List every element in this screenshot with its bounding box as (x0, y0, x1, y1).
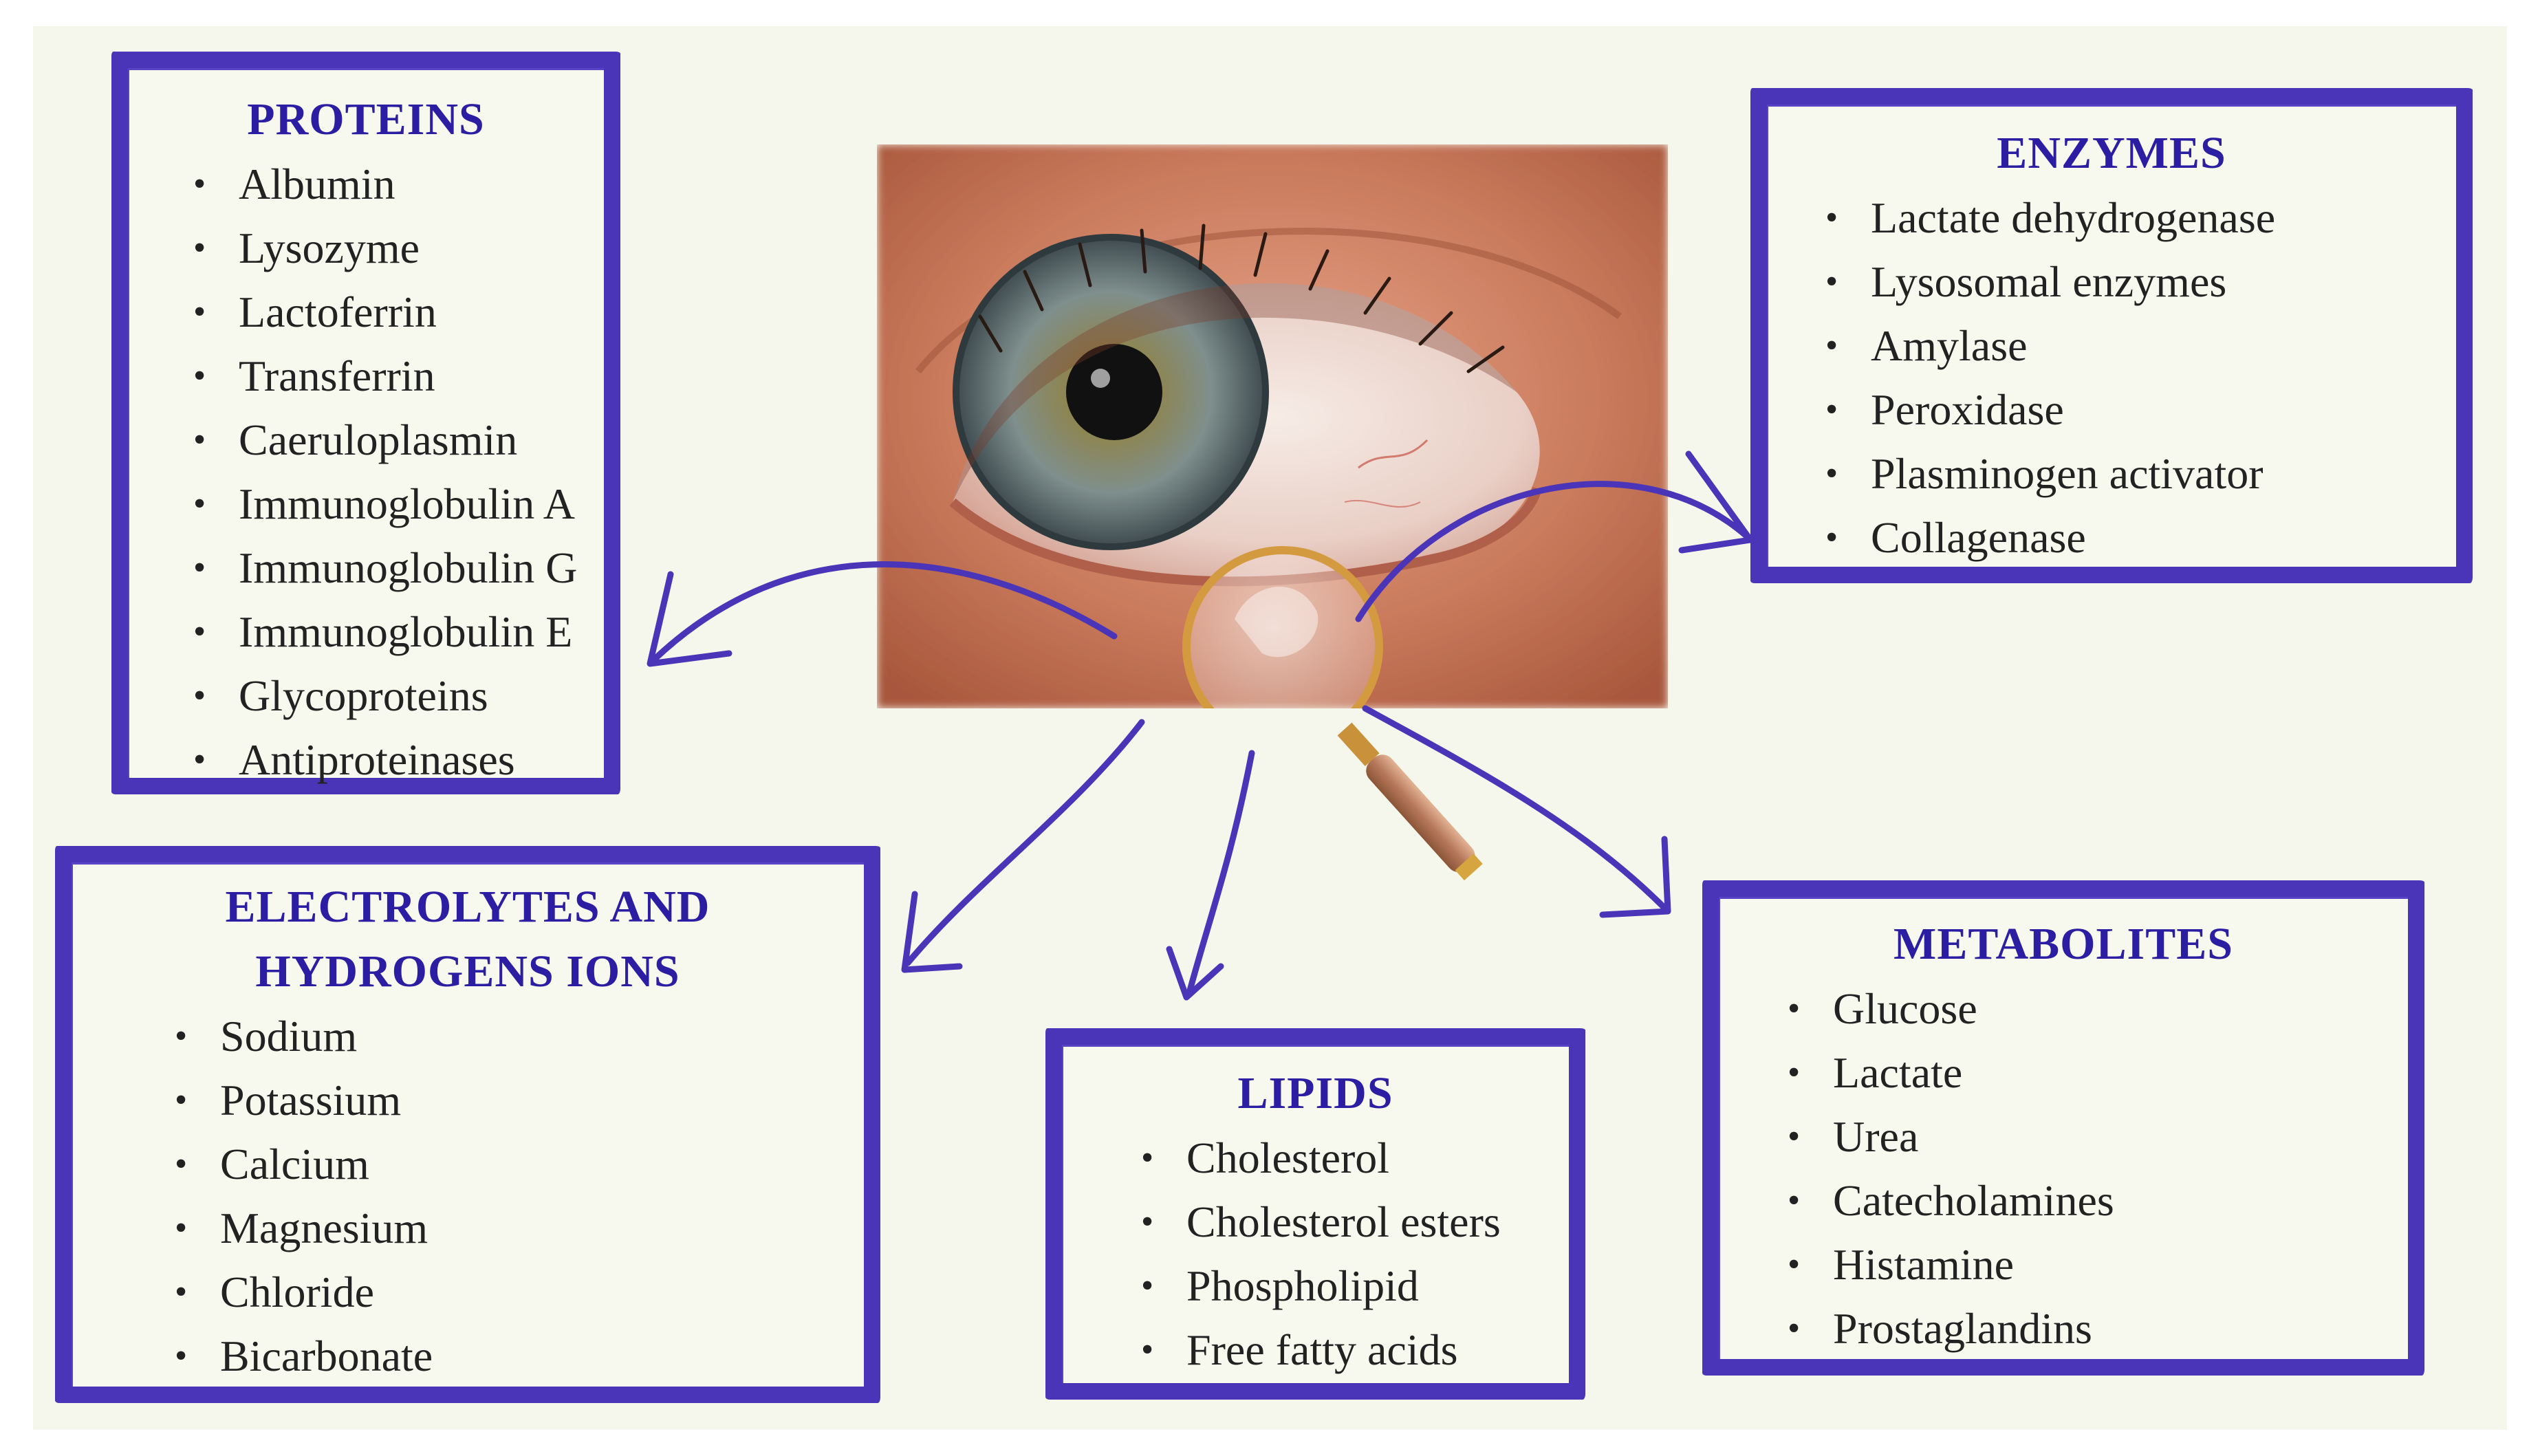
metabolites-box: METABOLITES Glucose Lactate Urea Catecho… (1702, 880, 2424, 1376)
list-item: Amylase (1825, 314, 2456, 378)
electrolytes-title-line2: HYDROGENS IONS (255, 946, 680, 997)
lipids-title: LIPIDS (1237, 1068, 1393, 1118)
list-item: Catecholamines (1788, 1169, 2408, 1232)
arrow-to-enzymes (1355, 481, 1750, 622)
proteins-box: PROTEINS Albumin Lysozyme Lactoferrin Tr… (111, 52, 620, 794)
list-item: Lysosomal enzymes (1825, 250, 2456, 314)
proteins-list: Albumin Lysozyme Lactoferrin Transferrin… (193, 152, 604, 792)
list-item: Phospholipid (1141, 1254, 1569, 1318)
list-item: Lactoferrin (193, 280, 604, 344)
list-item: Lysozyme (193, 216, 604, 280)
electrolytes-box: ELECTROLYTES AND HYDROGENS IONS Sodium P… (55, 846, 880, 1403)
metabolites-list: Glucose Lactate Urea Catecholamines Hist… (1788, 977, 2408, 1360)
list-item: Immunoglobulin A (193, 472, 604, 536)
list-item: Glycoproteins (193, 664, 604, 728)
arrow-to-electrolytes (904, 719, 1145, 966)
list-item: Sodium (175, 1004, 864, 1068)
list-item: Lactate (1788, 1041, 2408, 1105)
magnifier-handle (1337, 722, 1483, 881)
list-item: Antiproteinases (193, 728, 604, 792)
lipids-box: LIPIDS Cholesterol Cholesterol esters Ph… (1045, 1028, 1585, 1400)
list-item: Potassium (175, 1068, 864, 1132)
list-item: Histamine (1788, 1232, 2408, 1296)
list-item: Calcium (175, 1132, 864, 1196)
electrolytes-title-line1: ELECTROLYTES AND (225, 882, 710, 932)
list-item: Free fatty acids (1141, 1318, 1569, 1382)
arrow-to-lipids (1186, 750, 1255, 994)
list-item: Immunoglobulin E (193, 600, 604, 664)
list-item: Cholesterol (1141, 1126, 1569, 1190)
list-item: Chloride (175, 1260, 864, 1324)
enzymes-box: ENZYMES Lactate dehydrogenase Lysosomal … (1750, 88, 2473, 583)
lipids-list: Cholesterol Cholesterol esters Phospholi… (1141, 1126, 1569, 1382)
metabolites-title: METABOLITES (1893, 919, 2233, 969)
enzymes-list: Lactate dehydrogenase Lysosomal enzymes … (1825, 186, 2456, 569)
list-item: Plasminogen activator (1825, 442, 2456, 506)
list-item: Albumin (193, 152, 604, 216)
list-item: Caeruloplasmin (193, 408, 604, 472)
eye-photo (877, 144, 1668, 708)
list-item: Immunoglobulin G (193, 536, 604, 600)
arrow-to-proteins (650, 561, 1118, 664)
list-item: Magnesium (175, 1196, 864, 1260)
list-item: Collagenase (1825, 506, 2456, 569)
list-item: Peroxidase (1825, 378, 2456, 442)
list-item: Cholesterol esters (1141, 1190, 1569, 1254)
arrow-to-metabolites (1362, 705, 1668, 911)
enzymes-title: ENZYMES (1997, 128, 2226, 178)
list-item: Bicarbonate (175, 1324, 864, 1388)
list-item: Prostaglandins (1788, 1296, 2408, 1360)
list-item: Glucose (1788, 977, 2408, 1041)
list-item: Transferrin (193, 344, 604, 408)
list-item: Urea (1788, 1105, 2408, 1169)
proteins-title: PROTEINS (247, 94, 485, 144)
electrolytes-list: Sodium Potassium Calcium Magnesium Chlor… (175, 1004, 864, 1388)
list-item: Lactate dehydrogenase (1825, 186, 2456, 250)
